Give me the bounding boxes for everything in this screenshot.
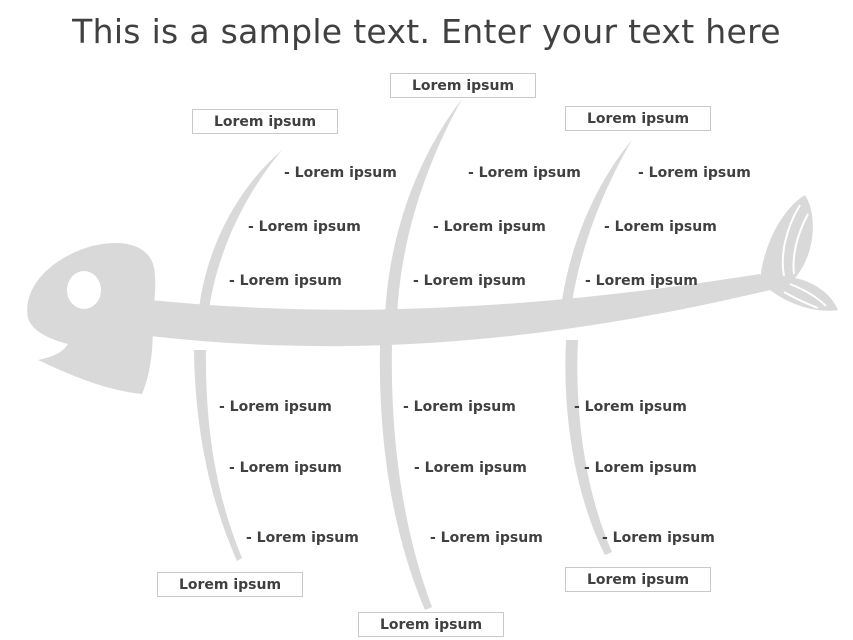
cause-item: - Lorem ipsum bbox=[403, 399, 516, 415]
fish-eye bbox=[67, 271, 101, 309]
category-box-top-2[interactable]: Lorem ipsum bbox=[390, 73, 536, 98]
category-box-top-1[interactable]: Lorem ipsum bbox=[192, 109, 338, 134]
cause-item: - Lorem ipsum bbox=[584, 460, 697, 476]
rib-top-1 bbox=[198, 150, 282, 318]
cause-item: - Lorem ipsum bbox=[219, 399, 332, 415]
cause-item: - Lorem ipsum bbox=[413, 273, 526, 289]
category-box-bottom-3[interactable]: Lorem ipsum bbox=[565, 567, 711, 592]
page-title: This is a sample text. Enter your text h… bbox=[72, 12, 781, 51]
rib-top-3 bbox=[560, 140, 632, 318]
category-box-bottom-2[interactable]: Lorem ipsum bbox=[358, 612, 504, 637]
rib-bottom-1 bbox=[194, 350, 242, 561]
cause-item: - Lorem ipsum bbox=[284, 165, 397, 181]
cause-item: - Lorem ipsum bbox=[229, 273, 342, 289]
cause-item: - Lorem ipsum bbox=[430, 530, 543, 546]
fish-head bbox=[27, 242, 156, 394]
cause-item: - Lorem ipsum bbox=[604, 219, 717, 235]
cause-item: - Lorem ipsum bbox=[414, 460, 527, 476]
fish-spine bbox=[150, 274, 770, 347]
rib-bottom-3 bbox=[565, 340, 612, 555]
cause-item: - Lorem ipsum bbox=[585, 273, 698, 289]
cause-item: - Lorem ipsum bbox=[248, 219, 361, 235]
category-box-top-3[interactable]: Lorem ipsum bbox=[565, 106, 711, 131]
cause-item: - Lorem ipsum bbox=[574, 399, 687, 415]
cause-item: - Lorem ipsum bbox=[602, 530, 715, 546]
fish-tail bbox=[760, 195, 838, 311]
cause-item: - Lorem ipsum bbox=[246, 530, 359, 546]
cause-item: - Lorem ipsum bbox=[229, 460, 342, 476]
rib-top-2 bbox=[385, 99, 462, 318]
cause-item: - Lorem ipsum bbox=[433, 219, 546, 235]
cause-item: - Lorem ipsum bbox=[468, 165, 581, 181]
category-box-bottom-1[interactable]: Lorem ipsum bbox=[157, 572, 303, 597]
rib-bottom-2 bbox=[379, 345, 432, 610]
cause-item: - Lorem ipsum bbox=[638, 165, 751, 181]
